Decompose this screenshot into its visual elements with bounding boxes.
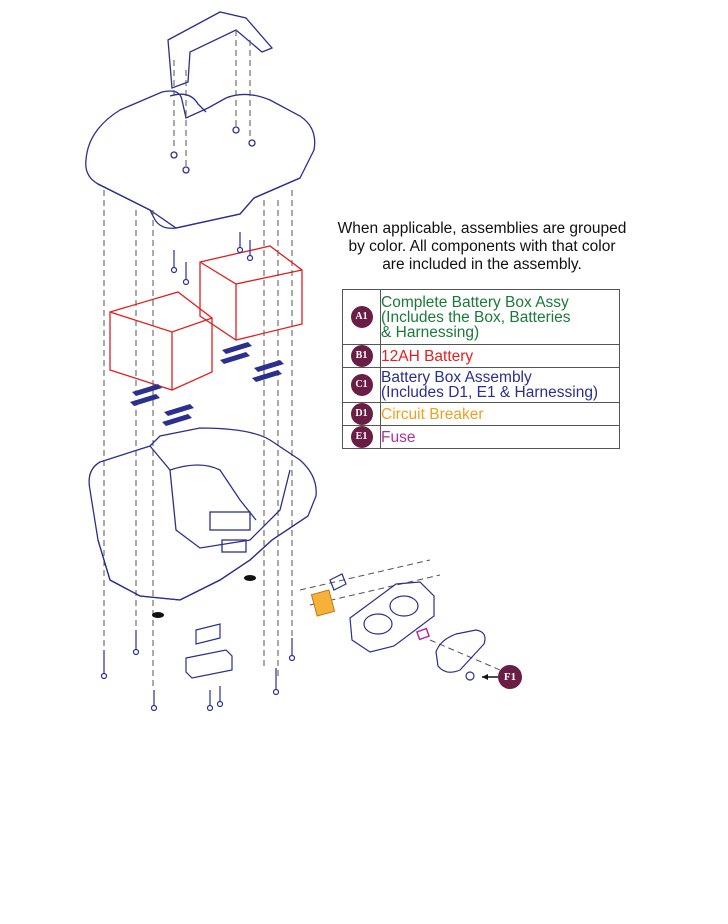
legend-text: Battery Box Assembly [381, 369, 532, 386]
battery-pads [130, 342, 284, 426]
badge-c1: C1 [350, 374, 373, 396]
battery-lid [85, 90, 316, 229]
battery-box [88, 427, 317, 601]
circuit-breaker [310, 589, 336, 617]
legend-text: Circuit Breaker [381, 405, 484, 423]
batteries [109, 245, 303, 391]
lid-handle [167, 11, 274, 89]
note-line: by color. All components with that color [348, 238, 616, 255]
legend-text: Complete Battery Box Assy [381, 293, 569, 311]
legend-row-d1: D1 Circuit Breaker [342, 402, 620, 426]
connector-plate [329, 573, 486, 681]
legend-row-b1: B1 12AH Battery [342, 344, 620, 368]
legend-row-a1: A1 Complete Battery Box Assy (Includes t… [342, 289, 620, 345]
note-line: are included in the assembly. [382, 256, 582, 273]
screws [100, 232, 296, 712]
legend-text: 12AH Battery [381, 347, 474, 365]
fuse [415, 627, 431, 641]
legend-row-e1: E1 Fuse [342, 425, 620, 449]
note-line: When applicable, assemblies are grouped [337, 220, 627, 237]
badge-e1: E1 [350, 426, 373, 448]
legend-text: (Includes the Box, Batteries [381, 308, 571, 326]
legend-text: Fuse [381, 428, 416, 446]
badge-d1: D1 [350, 403, 373, 425]
callout-f1: F1 [498, 665, 522, 689]
legend-text: (Includes D1, E1 & Harnessing) [381, 384, 599, 401]
badge-b1: B1 [350, 345, 373, 367]
legend-text: & Harnessing) [381, 323, 480, 341]
parts-legend: A1 Complete Battery Box Assy (Includes t… [342, 289, 620, 449]
badge-a1: A1 [350, 306, 373, 328]
assembly-note: When applicable, assemblies are grouped … [326, 220, 638, 274]
legend-row-c1: C1 Battery Box Assembly (Includes D1, E1… [342, 367, 620, 403]
